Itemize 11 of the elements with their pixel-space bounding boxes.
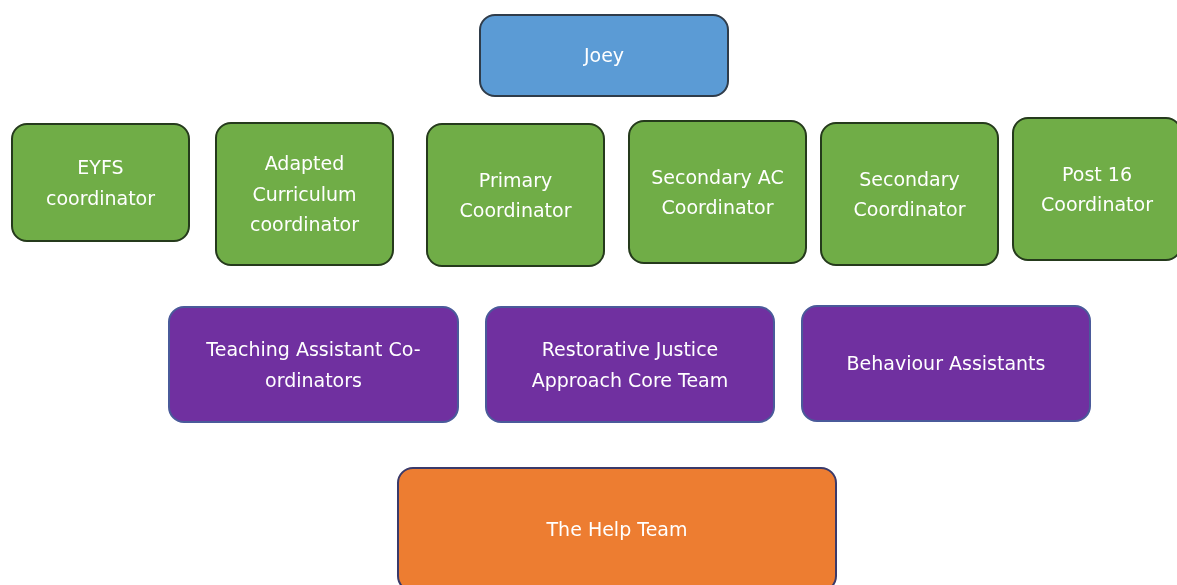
team-box: The Help Team — [397, 467, 837, 585]
team-box: Teaching Assistant Co-ordinators — [168, 306, 459, 423]
team-box: Restorative Justice Approach Core Team — [485, 306, 775, 423]
role-box: Post 16 Coordinator — [1012, 117, 1177, 261]
role-box: Adapted Curriculum coordinator — [215, 122, 394, 266]
role-box: Secondary AC Coordinator — [628, 120, 807, 264]
role-box: EYFS coordinator — [11, 123, 190, 242]
team-box: Behaviour Assistants — [801, 305, 1091, 422]
role-box: Secondary Coordinator — [820, 122, 999, 266]
person-box: Joey — [479, 14, 729, 97]
role-box: Primary Coordinator — [426, 123, 605, 267]
